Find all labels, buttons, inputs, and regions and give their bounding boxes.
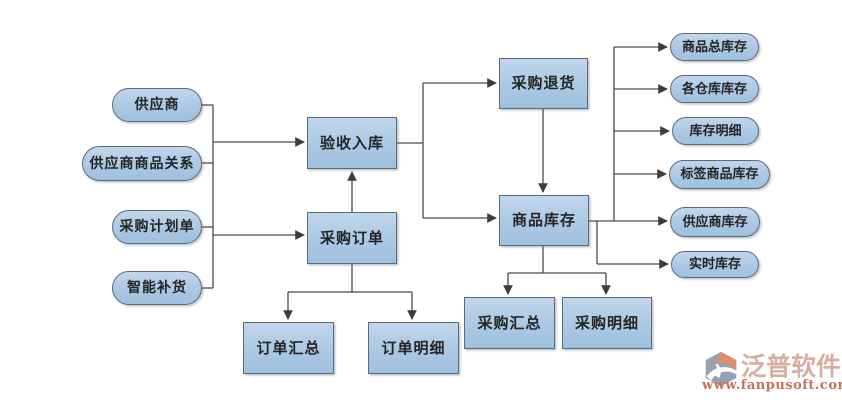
node-product-inventory[interactable]: 商品库存 bbox=[499, 195, 589, 246]
brand-url: www.fanpusoft.com bbox=[702, 378, 842, 393]
node-supplier[interactable]: 供应商 bbox=[112, 88, 202, 122]
fanpu-logo-icon bbox=[705, 351, 737, 387]
node-purchase-detail[interactable]: 采购明细 bbox=[562, 297, 652, 349]
node-warehouse-inventory[interactable]: 各仓库库存 bbox=[670, 75, 759, 103]
node-acceptance-warehousing[interactable]: 验收入库 bbox=[307, 117, 397, 169]
node-supplier-product-relation[interactable]: 供应商商品关系 bbox=[82, 146, 202, 181]
node-tagged-product-inventory[interactable]: 标签商品库存 bbox=[669, 160, 770, 189]
node-purchase-return[interactable]: 采购退货 bbox=[499, 58, 588, 109]
fanpu-watermark: 泛普软件 www.fanpusoft.com bbox=[698, 345, 842, 397]
node-order-summary[interactable]: 订单汇总 bbox=[243, 322, 334, 374]
node-smart-replenishment[interactable]: 智能补货 bbox=[112, 271, 202, 305]
node-total-product-inventory[interactable]: 商品总库存 bbox=[670, 33, 759, 61]
node-supplier-inventory[interactable]: 供应商库存 bbox=[670, 207, 760, 237]
node-purchase-plan[interactable]: 采购计划单 bbox=[112, 210, 202, 244]
node-purchase-summary[interactable]: 采购汇总 bbox=[464, 297, 555, 349]
node-order-detail[interactable]: 订单明细 bbox=[368, 322, 459, 374]
node-realtime-inventory[interactable]: 实时库存 bbox=[671, 251, 759, 278]
node-purchase-order[interactable]: 采购订单 bbox=[307, 212, 397, 264]
brand-name: 泛普软件 bbox=[741, 352, 842, 381]
node-inventory-detail[interactable]: 库存明细 bbox=[672, 117, 759, 145]
